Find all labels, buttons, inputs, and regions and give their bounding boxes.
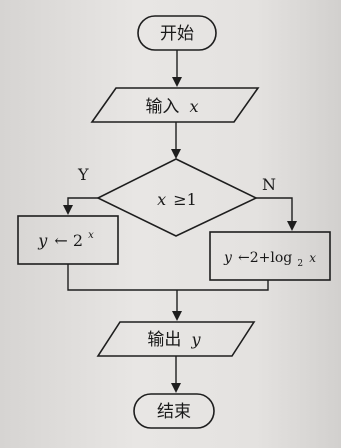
- decision-shape: [96, 158, 258, 237]
- output-shape: [96, 321, 256, 357]
- connector-no-merge: [177, 280, 269, 291]
- arrow-start-input: [172, 77, 182, 87]
- no-arg: x: [309, 251, 316, 265]
- yes-process-node: y ← 2 x: [17, 215, 119, 265]
- input-text: 输入: [145, 97, 179, 117]
- yes-var: y: [37, 231, 48, 250]
- output-var: y: [191, 330, 202, 349]
- yes-label: Y: [77, 165, 89, 184]
- input-node: 输入 x: [90, 87, 260, 123]
- arrow-no: [287, 221, 297, 231]
- output-node: 输出 y: [96, 321, 256, 357]
- connector-no: [256, 197, 293, 222]
- start-label: 开始: [160, 24, 194, 44]
- yes-assign: ←: [54, 231, 67, 250]
- decision-node: x ≥1: [96, 158, 258, 237]
- no-label: N: [262, 175, 276, 194]
- output-label: 输出 y: [147, 330, 201, 350]
- connector-yes-merge: [67, 264, 177, 291]
- decision-op: ≥1: [173, 190, 197, 209]
- connector-yes: [67, 197, 98, 206]
- arrow-input-decision: [171, 149, 181, 159]
- input-label: 输入 x: [145, 97, 198, 117]
- no-process-shape: [209, 231, 331, 281]
- no-expr: ←2+log: [238, 250, 292, 266]
- no-process-label: y ←2+log 2 x: [223, 247, 316, 270]
- end-terminal: 结束: [133, 393, 215, 429]
- yes-base: 2: [73, 231, 83, 250]
- output-text: 输出: [147, 330, 181, 350]
- arrow-merge-output: [172, 311, 182, 321]
- no-var: y: [223, 250, 233, 266]
- no-sub: 2: [297, 259, 303, 269]
- decision-var: x: [157, 190, 166, 209]
- yes-exp: x: [88, 230, 94, 241]
- input-shape: [90, 87, 260, 123]
- no-process-node: y ←2+log 2 x: [209, 231, 331, 281]
- end-shape: [133, 393, 215, 429]
- arrow-output-end: [171, 383, 181, 393]
- start-terminal: 开始: [137, 15, 217, 51]
- yes-process-label: y ← 2 x: [37, 230, 94, 250]
- arrow-yes: [63, 205, 73, 215]
- input-var: x: [190, 97, 199, 116]
- end-label: 结束: [157, 402, 191, 422]
- decision-label: x ≥1: [157, 190, 197, 209]
